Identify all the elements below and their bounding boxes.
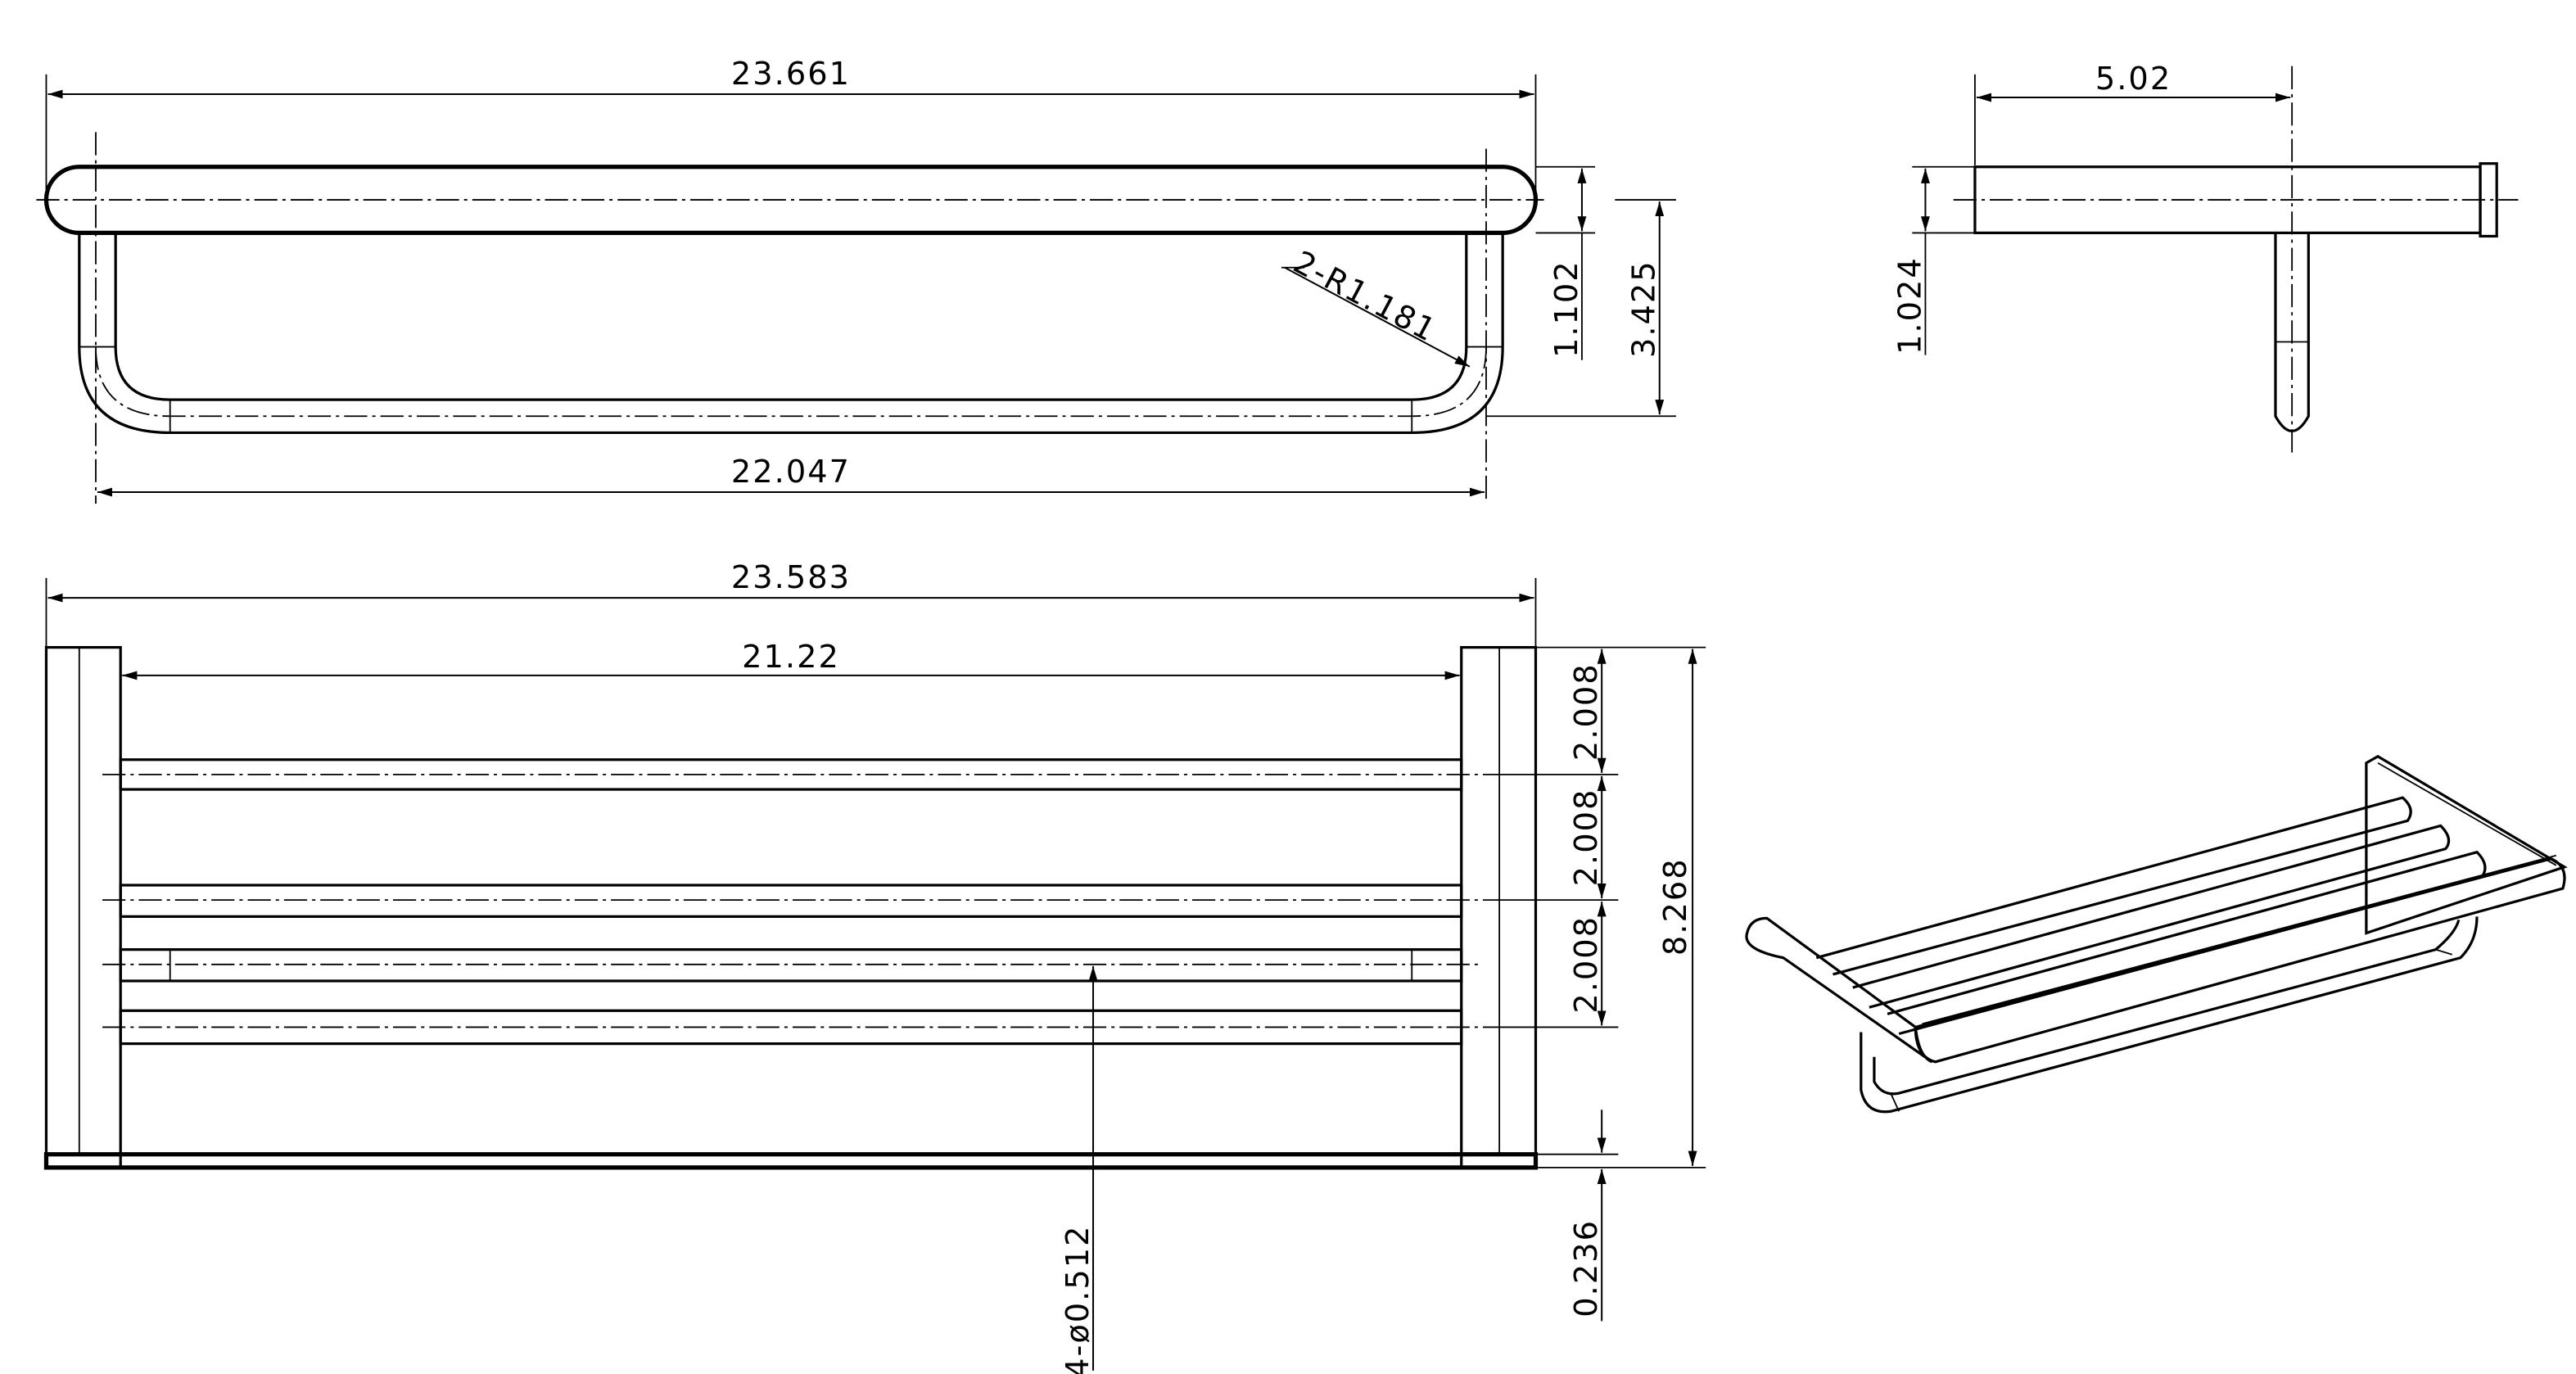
dim-projection: 3.425 (1626, 260, 1663, 358)
dim-bar-height: 1.102 (1548, 260, 1585, 358)
dim-plate-thickness: 0.236 (1568, 1219, 1605, 1318)
dim-side-bar-height: 1.024 (1891, 256, 1928, 355)
holes-note: 4-ø0.512 (1060, 1225, 1096, 1374)
dim-spacing-3: 2.008 (1568, 915, 1605, 1014)
dim-centers-length: 22.047 (731, 454, 851, 490)
top-view: 23.661 22.047 1.102 3.425 2-R1.181 (36, 56, 1676, 504)
iso-rod (1852, 824, 2451, 1009)
dim-inner-width: 21.22 (742, 639, 840, 676)
dim-spacing-2: 2.008 (1568, 789, 1605, 887)
isometric-view (1745, 754, 2568, 1114)
side-view: 5.02 1.024 (1891, 61, 2519, 454)
dim-spacing-1: 2.008 (1568, 662, 1605, 761)
dim-depth: 5.02 (2095, 61, 2172, 97)
iso-front-bar (1914, 857, 2566, 1064)
iso-towel-bar (1860, 916, 2479, 1114)
iso-left-end (1745, 916, 1933, 1064)
towel-bar (119, 948, 1463, 983)
dim-overall-height: 8.268 (1657, 857, 1694, 956)
rod (119, 884, 1463, 918)
radius-note: 2-R1.181 (1287, 244, 1442, 350)
dim-overall-width: 23.583 (731, 559, 851, 596)
dim-overall-length: 23.661 (731, 56, 851, 93)
front-view: 23.583 21.22 2.008 2.008 2.008 8.268 0.2… (43, 559, 1706, 1374)
iso-rod (1815, 796, 2412, 976)
towel-bar-loop (78, 233, 1504, 435)
